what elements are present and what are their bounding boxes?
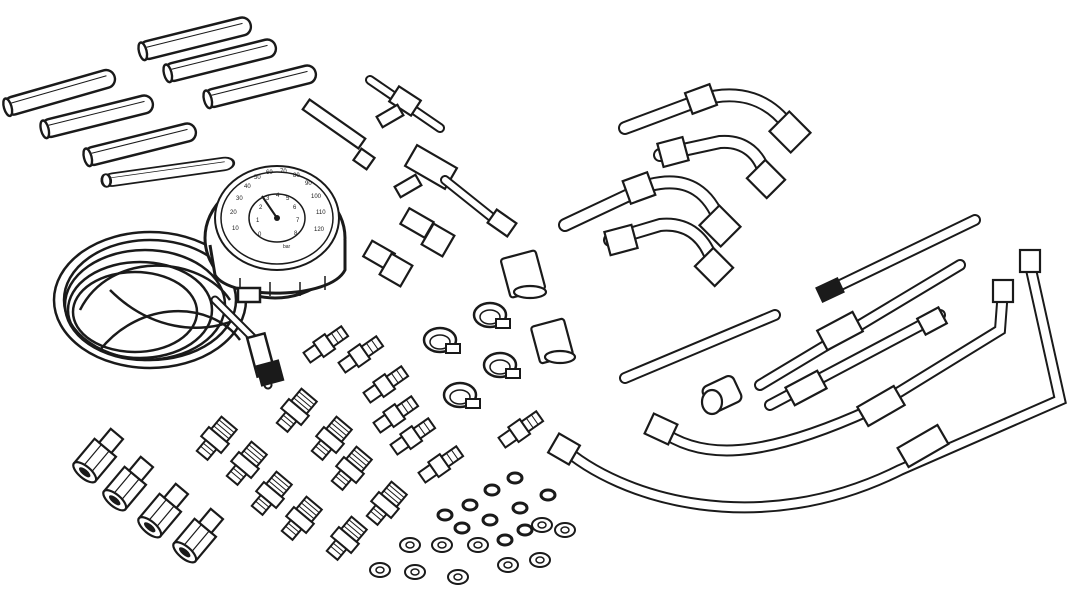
tee-fittings-top-center xyxy=(301,75,518,238)
threaded-adapters xyxy=(191,385,411,565)
gauge-tick-30: 30 xyxy=(236,196,243,202)
gauge-tick-60: 60 xyxy=(266,170,273,176)
gauge-tick-80: 80 xyxy=(293,173,300,179)
gauge-outer-scale: 10 20 30 40 50 60 70 80 90 100 110 120 xyxy=(230,169,326,233)
gauge-tick-40: 40 xyxy=(244,184,251,190)
gauge-tick-100: 100 xyxy=(311,194,322,200)
bent-tubes xyxy=(558,82,813,288)
adapters-middle xyxy=(361,206,577,365)
gauge-inner-tick-7: 7 xyxy=(296,218,300,224)
gauge-inner-tick-1: 1 xyxy=(256,218,260,224)
gauge-tick-120: 120 xyxy=(314,227,325,233)
gauge-inner-tick-3: 3 xyxy=(266,196,270,202)
gauge-inner-tick-8: 8 xyxy=(294,231,298,237)
gauge-inner-tick-6: 6 xyxy=(293,205,297,211)
gauge-tick-20: 20 xyxy=(230,210,237,216)
flexible-hoses-right xyxy=(546,214,1067,514)
gauge-inner-tick-2: 2 xyxy=(259,205,263,211)
gauge-inner-tick-4: 4 xyxy=(276,193,280,199)
gauge-inner-scale: 0 1 2 3 4 5 6 7 8 bar xyxy=(256,193,300,250)
pressure-gauge: 10 20 30 40 50 60 70 80 90 100 110 120 0… xyxy=(203,165,347,390)
short-hose-pieces xyxy=(0,14,320,189)
gauge-tick-50: 50 xyxy=(254,175,261,181)
gauge-unit-label: bar xyxy=(283,244,291,250)
gauge-inner-tick-5: 5 xyxy=(286,196,290,202)
barb-fittings xyxy=(300,322,546,486)
gauge-inner-tick-0: 0 xyxy=(258,232,262,238)
gauge-tick-110: 110 xyxy=(316,210,326,216)
gauge-tick-90: 90 xyxy=(305,181,312,187)
gauge-tick-70: 70 xyxy=(280,169,287,175)
hose-clamps xyxy=(422,301,522,410)
gauge-tick-10: 10 xyxy=(232,226,239,232)
